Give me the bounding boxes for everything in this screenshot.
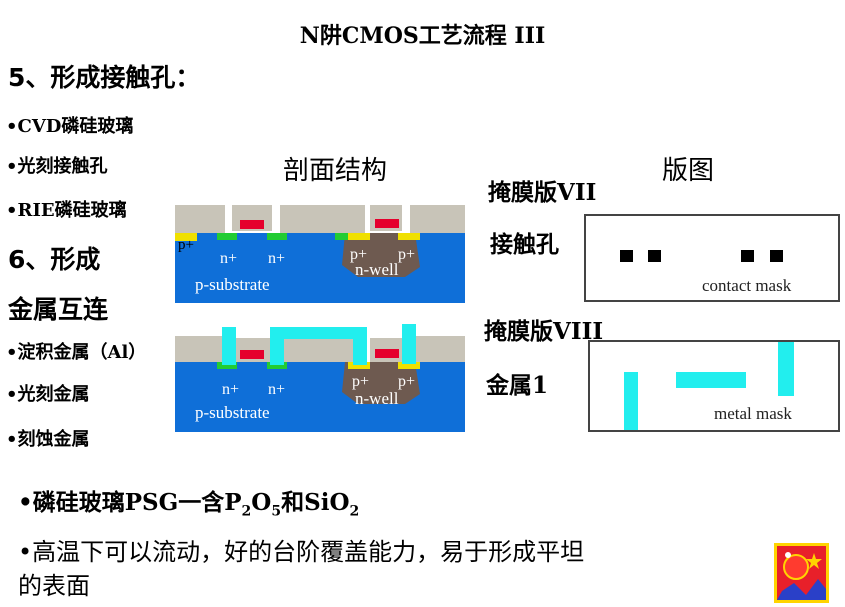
label-p-plus: p+ bbox=[398, 373, 415, 390]
note-and-sio: 和SiO bbox=[281, 489, 350, 516]
step-deposit-metal: •淀积金属（Al） bbox=[6, 342, 147, 363]
n-plus-diffusion bbox=[217, 233, 237, 240]
label-p-plus: p+ bbox=[350, 246, 367, 263]
contact-square bbox=[620, 250, 633, 262]
metal-mask-box: metal mask bbox=[588, 340, 840, 432]
mask8-name: 金属1 bbox=[486, 372, 549, 399]
mask8-title: 掩膜版VIII bbox=[484, 318, 604, 345]
cross-section-contact: p+ n+ n+ p+ p+ n-well p-substrate bbox=[175, 205, 465, 303]
gate-poly bbox=[375, 219, 399, 228]
gate-poly bbox=[240, 350, 264, 359]
psg-layer bbox=[280, 336, 365, 362]
p-plus-diffusion bbox=[348, 233, 370, 240]
section6-heading-line1: 6、形成 bbox=[8, 245, 101, 274]
note-psg-prefix: •磷硅玻璃PSG一含P bbox=[18, 489, 242, 516]
p-plus-diffusion bbox=[348, 362, 370, 369]
p-plus-diffusion bbox=[398, 362, 420, 369]
label-n-plus: n+ bbox=[268, 381, 285, 398]
note-o-letter: O bbox=[251, 489, 272, 516]
p-plus-diffusion bbox=[398, 233, 420, 240]
cross-section-metal: n+ n+ p+ p+ n-well p-substrate bbox=[175, 324, 465, 432]
psg-layer bbox=[410, 205, 465, 233]
step-cvd-psg: •CVD磷硅玻璃 bbox=[6, 116, 134, 137]
note-flow-line1: •高温下可以流动，好的台阶覆盖能力，易于形成平坦 bbox=[18, 538, 585, 566]
contact-mask-box: contact mask bbox=[584, 214, 840, 302]
n-well-region bbox=[342, 233, 420, 277]
label-p-substrate: p-substrate bbox=[195, 275, 270, 294]
n-plus-diffusion bbox=[267, 362, 287, 369]
label-p-plus: p+ bbox=[398, 246, 415, 263]
note-o-subscript: 5 bbox=[271, 503, 282, 520]
note-psg: •磷硅玻璃PSG一含P2O5和SiO2 bbox=[18, 483, 359, 520]
gate-poly bbox=[240, 220, 264, 229]
n-plus-diffusion bbox=[217, 362, 237, 369]
psg-layer bbox=[175, 205, 225, 233]
metal-interconnect bbox=[353, 327, 367, 365]
p-plus-diffusion bbox=[175, 233, 197, 241]
caption-cross-section: 剖面结构 bbox=[283, 156, 388, 186]
psg-layer bbox=[280, 205, 365, 233]
metal-interconnect bbox=[402, 324, 416, 364]
metal-mask-label: metal mask bbox=[714, 404, 792, 423]
step-etch-metal: •刻蚀金属 bbox=[6, 429, 90, 450]
note-p-subscript: 2 bbox=[241, 503, 252, 520]
section6-heading-line2: 金属互连 bbox=[8, 295, 109, 324]
contact-square bbox=[770, 250, 783, 262]
mask7-title: 掩膜版VII bbox=[488, 179, 597, 206]
decorative-clipart-icon bbox=[774, 543, 829, 603]
metal-line bbox=[778, 342, 794, 396]
n-plus-diffusion bbox=[335, 233, 348, 240]
section5-heading: 5、形成接触孔： bbox=[8, 63, 201, 92]
step-litho-metal: •光刻金属 bbox=[6, 384, 90, 405]
label-n-plus: n+ bbox=[222, 381, 239, 398]
metal-interconnect bbox=[270, 327, 365, 339]
label-n-plus: n+ bbox=[268, 250, 285, 267]
caption-layout: 版图 bbox=[662, 156, 715, 186]
psg-layer bbox=[410, 336, 465, 362]
note-sio-subscript: 2 bbox=[349, 503, 360, 520]
step-litho-contact: •光刻接触孔 bbox=[6, 156, 108, 177]
label-p-plus: p+ bbox=[178, 237, 194, 253]
step-rie-psg: •RIE磷硅玻璃 bbox=[6, 200, 127, 221]
slide-title: N阱CMOS工艺流程 III bbox=[299, 23, 546, 49]
contact-square bbox=[741, 250, 754, 262]
label-n-plus: n+ bbox=[220, 250, 237, 267]
metal-interconnect bbox=[222, 327, 236, 365]
contact-square bbox=[648, 250, 661, 262]
note-flow-line2: 的表面 bbox=[18, 572, 90, 600]
label-p-substrate: p-substrate bbox=[195, 403, 270, 422]
metal-line bbox=[624, 372, 638, 430]
metal-line bbox=[676, 372, 746, 388]
n-plus-diffusion bbox=[267, 233, 287, 240]
mask7-name: 接触孔 bbox=[490, 231, 559, 258]
label-p-plus: p+ bbox=[352, 373, 369, 390]
n-well-region bbox=[342, 362, 420, 404]
label-n-well: n-well bbox=[355, 389, 399, 408]
psg-layer bbox=[175, 336, 225, 362]
gate-poly bbox=[375, 349, 399, 358]
label-n-well: n-well bbox=[355, 260, 399, 279]
contact-mask-label: contact mask bbox=[702, 276, 792, 295]
